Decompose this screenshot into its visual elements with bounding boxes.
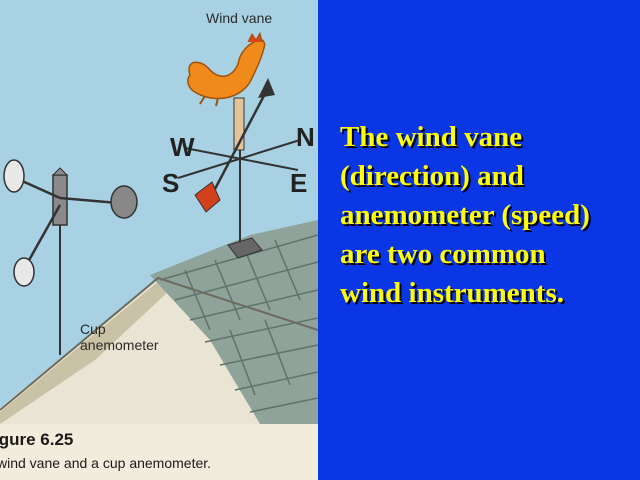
wind-vane-label: Wind vane bbox=[206, 10, 273, 26]
roof-outline bbox=[0, 276, 318, 411]
rooster-icon bbox=[187, 38, 266, 100]
arrow-tail-icon bbox=[194, 181, 221, 213]
cup-anemometer bbox=[3, 159, 138, 355]
wind-vane bbox=[177, 31, 301, 259]
vane-base bbox=[227, 237, 263, 259]
weather-instruments-illustration bbox=[0, 31, 318, 424]
caption-title: igure 6.25 bbox=[0, 430, 74, 449]
figure-caption: igure 6.25 wind vane and a cup anemomete… bbox=[0, 424, 318, 480]
compass-e: E bbox=[290, 168, 308, 198]
figure-illustration: Wind vane Cup anemometer W N S E igure 6… bbox=[0, 0, 318, 480]
slide-text-line-1: The wind vane bbox=[340, 121, 523, 153]
compass-w: W bbox=[170, 132, 195, 162]
slide-text-line-5: wind instruments. bbox=[340, 277, 564, 309]
slide-text-line-4: are two common bbox=[340, 238, 546, 270]
roof-edge bbox=[0, 262, 200, 424]
cup-anemometer-label: Cup anemometer bbox=[80, 321, 190, 353]
cup-label-line2: anemometer bbox=[80, 337, 159, 353]
slide-body-text: The wind vane (direction) and anemometer… bbox=[340, 118, 640, 313]
vane-arrow-shaft bbox=[203, 87, 270, 209]
slide-text-line-3: anemometer (speed) bbox=[340, 199, 590, 231]
shingle-lines bbox=[159, 234, 318, 413]
cup-label-line1: Cup bbox=[80, 321, 106, 337]
compass-s: S bbox=[162, 168, 180, 198]
slide-text-line-2: (direction) and bbox=[340, 160, 524, 192]
arrow-head-icon bbox=[258, 78, 275, 98]
compass-n: N bbox=[296, 122, 315, 152]
caption-text: wind vane and a cup anemometer. bbox=[0, 455, 212, 471]
